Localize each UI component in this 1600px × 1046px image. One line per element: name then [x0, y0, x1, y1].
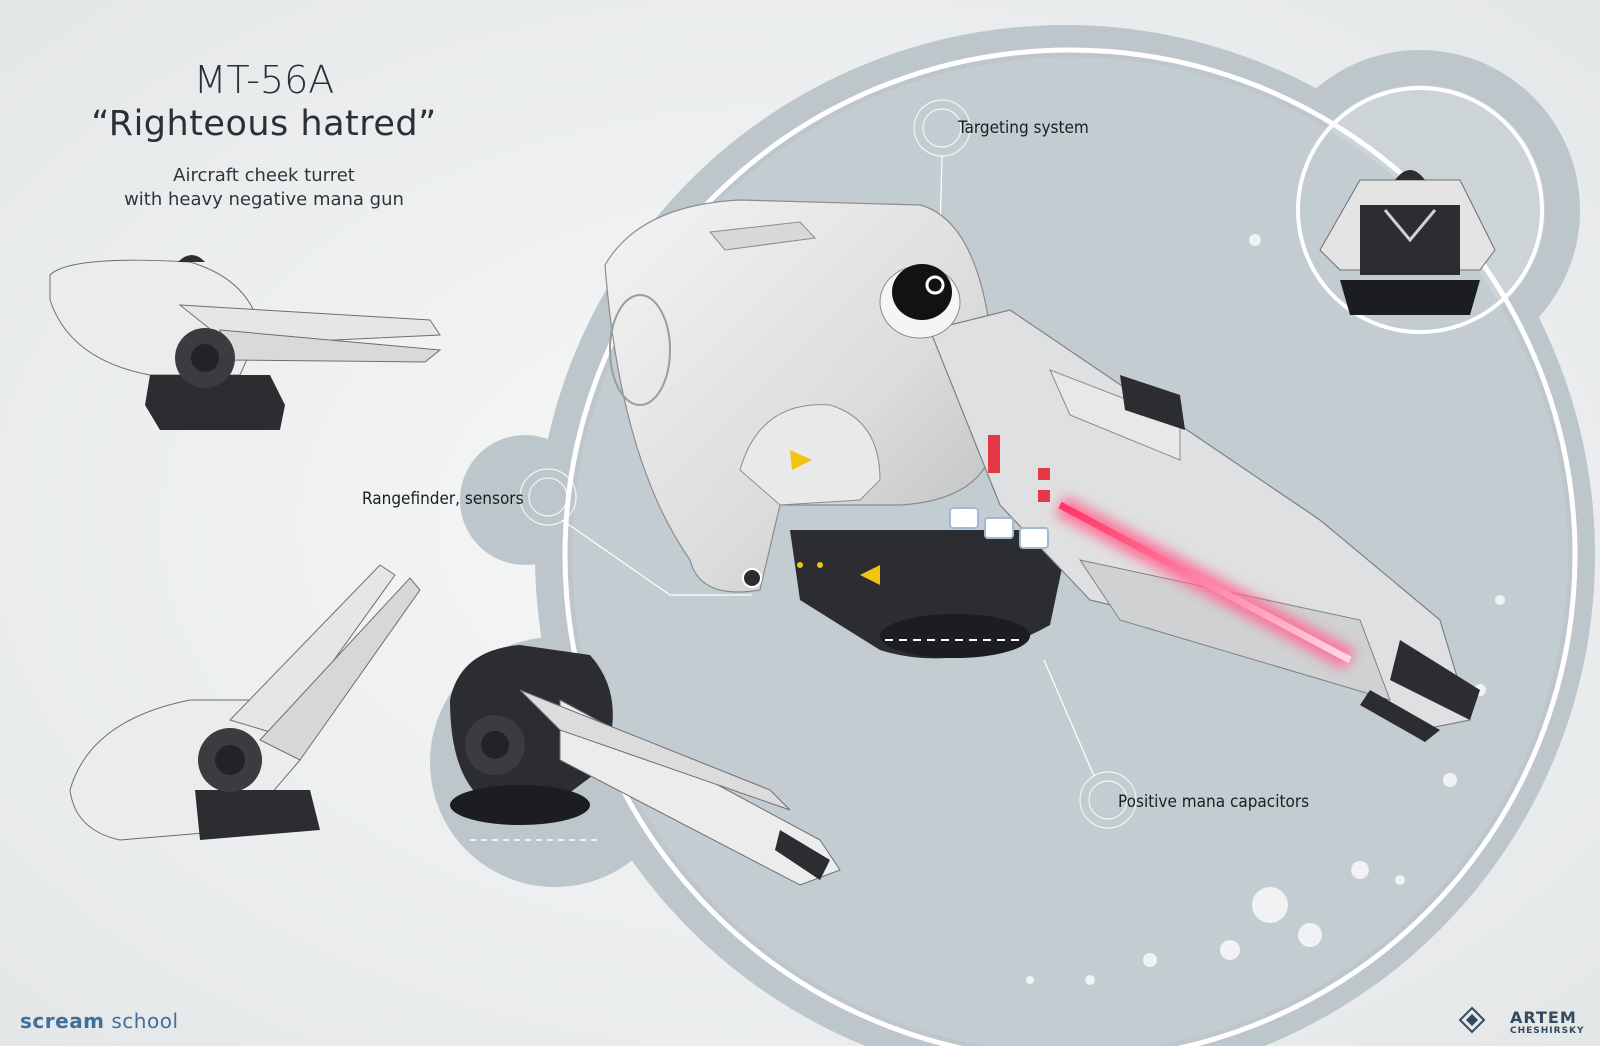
grunge-texture	[1026, 234, 1505, 985]
brand-logo: scream school	[20, 1009, 179, 1033]
brand-part-1: scream	[20, 1009, 105, 1033]
angled-view-illustration	[69, 564, 421, 841]
artist-name: ARTEM	[1510, 1008, 1577, 1027]
description-line-2: with heavy negative mana gun	[124, 189, 404, 210]
callout-capacitors-marker	[1043, 659, 1137, 829]
side-view-illustration	[49, 255, 442, 430]
artist-surname: CHESHIRSKY	[1510, 1026, 1585, 1036]
artist-logo-icon	[1458, 1006, 1486, 1034]
description-line-1: Aircraft cheek turret	[173, 165, 355, 186]
callout-rangefinder-label: Rangefinder, sensors	[362, 489, 524, 509]
callout-rangefinder-marker	[519, 468, 752, 596]
page-subtitle: “Righteous hatred”	[91, 104, 437, 144]
bottom-view-illustration	[450, 645, 841, 886]
callout-capacitors-label: Positive mana capacitors	[1118, 792, 1310, 812]
main-turret-illustration	[604, 199, 1480, 742]
front-view-illustration	[1319, 170, 1496, 315]
callout-targeting-label: Targeting system	[958, 118, 1089, 138]
brand-part-2: school	[104, 1009, 179, 1033]
page-title: MT-56A	[193, 58, 335, 102]
